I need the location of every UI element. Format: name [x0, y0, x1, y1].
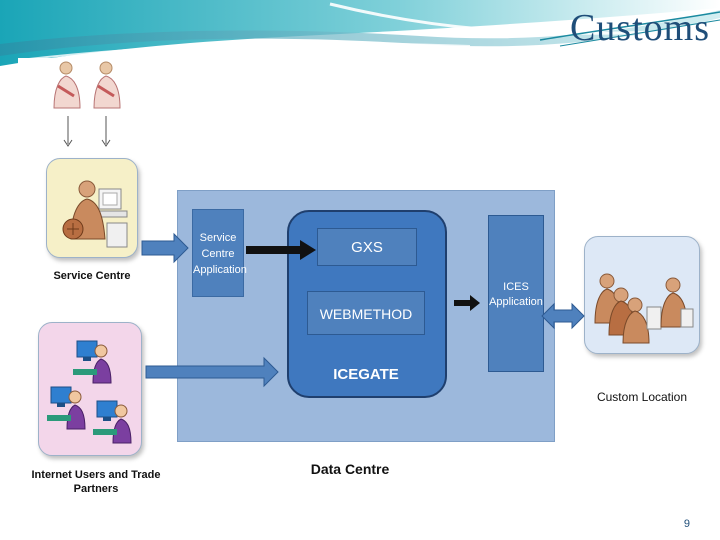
ices-application-box: ICES Application	[488, 215, 544, 372]
header-swoosh-decoration	[0, 0, 720, 66]
internet-users-label: Internet Users and Trade Partners	[31, 469, 161, 495]
custom-location-box	[584, 236, 700, 354]
arrow-icon	[141, 232, 189, 264]
icegate-label: ICEGATE	[333, 366, 399, 383]
slide-title: Customs	[569, 7, 710, 49]
service-centre-label: Service Centre	[53, 270, 131, 282]
gxs-box: GXS	[317, 228, 417, 266]
service-centre-box	[46, 158, 138, 258]
internet-users-box	[38, 322, 142, 456]
person-figure-icon	[93, 61, 121, 109]
person-figure-icon	[53, 61, 81, 109]
service-centre-application-box: Service Centre Application	[192, 209, 247, 297]
webmethod-box: WEBMETHOD	[307, 291, 425, 335]
service-centre-operators-icon	[62, 180, 128, 248]
custom-location-label: Custom Location	[596, 390, 688, 404]
custom-location-operators-icon	[594, 273, 694, 344]
data-centre-label: Data Centre	[310, 461, 390, 477]
page-number: 9	[683, 518, 690, 530]
arrow-icon	[541, 302, 585, 330]
arrow-icon	[454, 295, 480, 311]
arrow-icon	[246, 240, 316, 260]
arrow-icon	[145, 356, 279, 388]
computer-user-icon	[47, 340, 132, 444]
